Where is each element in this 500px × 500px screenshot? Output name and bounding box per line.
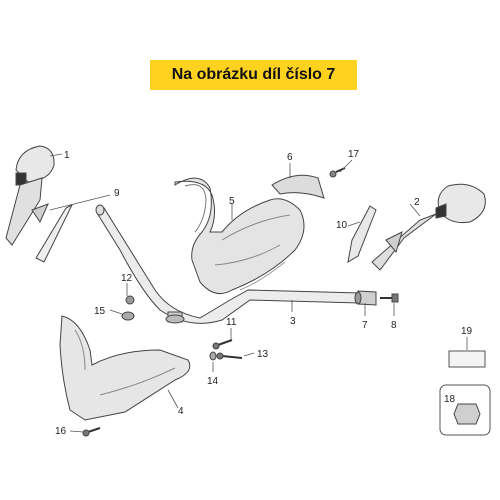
callout-15: 15 (94, 306, 106, 317)
callout-5: 5 (229, 196, 235, 207)
left-mirror (5, 145, 55, 246)
washer-14 (209, 351, 217, 361)
callout-17: 17 (348, 149, 360, 160)
washer-12 (125, 295, 135, 305)
bar-end-screw (380, 293, 399, 303)
callout-2: 2 (414, 197, 420, 208)
clip-box (439, 384, 491, 436)
right-mirror (371, 183, 486, 271)
leader-lines (49, 153, 468, 433)
front-shield (174, 177, 305, 295)
left-cover (35, 203, 74, 263)
callout-11: 11 (226, 317, 237, 328)
callout-9: 9 (114, 188, 120, 199)
rear-handlebar-cover (59, 315, 191, 421)
bolt-13 (221, 355, 243, 359)
screw-16 (87, 427, 101, 433)
right-cover (347, 205, 377, 263)
callout-1: 1 (64, 150, 70, 161)
highlight-banner: Na obrázku díl číslo 7 (150, 60, 357, 90)
bar-end-weight (354, 290, 377, 306)
callout-13: 13 (257, 349, 269, 360)
callout-8: 8 (391, 320, 397, 331)
label-plate (448, 350, 486, 368)
clip (453, 403, 481, 425)
callout-14: 14 (207, 376, 219, 387)
callout-3: 3 (290, 316, 296, 327)
callout-19: 19 (461, 326, 473, 337)
small-cover (271, 174, 325, 199)
callout-6: 6 (287, 152, 293, 163)
callout-16: 16 (55, 426, 67, 437)
callout-18: 18 (444, 394, 456, 405)
bolt-11 (217, 339, 233, 346)
callout-10: 10 (336, 220, 348, 231)
nut-15 (121, 311, 135, 321)
callout-4: 4 (178, 406, 184, 417)
callout-7: 7 (362, 320, 368, 331)
handlebar (95, 204, 361, 324)
callout-12: 12 (121, 273, 133, 284)
